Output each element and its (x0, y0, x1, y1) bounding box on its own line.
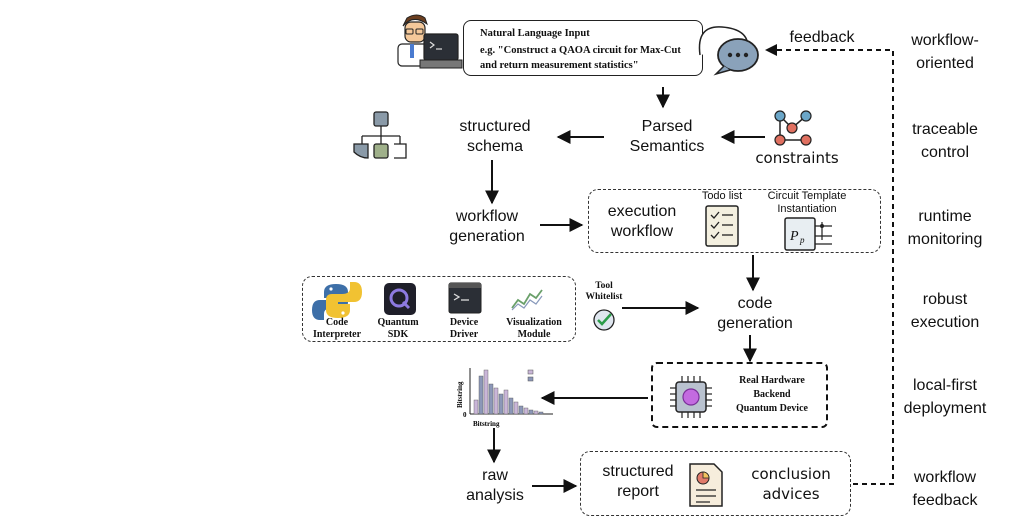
right-label: workflow- oriented (911, 32, 979, 72)
nl-input-box: Natural Language Input e.g. "Construct a… (463, 20, 703, 76)
template-symbol: P (789, 229, 799, 244)
histogram-bar (528, 409, 534, 415)
execution-workflow-box (588, 189, 881, 253)
histogram-bar (488, 383, 494, 415)
right-label: workflow feedback (912, 469, 978, 509)
user-at-computer-icon (397, 14, 463, 69)
backend-box (651, 362, 828, 428)
python-icon (312, 282, 362, 320)
right-label: robust execution (910, 291, 980, 331)
tool-set-box (302, 276, 576, 342)
tool-label: Device Driver (449, 317, 479, 340)
histogram-bar (498, 393, 504, 415)
backend-label: Real Hardware Backend Quantum Device (736, 375, 808, 414)
histogram-bars (473, 369, 544, 415)
structured-report-label: structured report (602, 463, 674, 500)
feedback-loop-arrow (765, 44, 894, 485)
right-label: traceable control (912, 121, 978, 161)
todo-list-icon (705, 205, 739, 247)
report-box (580, 451, 851, 516)
right-label: local-first deployment (903, 377, 987, 417)
histogram-chart: Bitstring 0 Bitstring (456, 368, 553, 428)
nl-input-heading: Natural Language Input (480, 28, 590, 39)
histogram-bar (483, 369, 489, 415)
tool-label: Visualization Module (506, 317, 562, 340)
histogram-bar (513, 401, 519, 415)
hist-ylabel: Bitstring (456, 381, 464, 408)
terminal-icon (448, 282, 482, 314)
histogram-bar (473, 399, 479, 415)
constraints-graph-icon (774, 110, 812, 146)
histogram-bar (503, 389, 509, 415)
histogram-bar (493, 387, 499, 415)
workflow-generation-label: workflow generation (449, 208, 525, 245)
hist-xlabel: Bitstring (473, 420, 500, 428)
code-generation-label: code generation (717, 295, 793, 332)
quantum-sdk-icon (384, 283, 416, 315)
raw-analysis-label: raw analysis (466, 467, 524, 504)
chart-line-icon (511, 289, 543, 311)
hist-zero: 0 (463, 411, 467, 419)
feedback-label: feedback (789, 29, 855, 46)
todo-list-label: Todo list (701, 190, 743, 202)
histogram-bar (478, 375, 484, 415)
template-subscript: p (799, 235, 805, 245)
right-label: runtime monitoring (907, 208, 983, 248)
tool-whitelist-label: Tool Whitelist (585, 281, 623, 302)
hierarchy-icon (353, 111, 407, 159)
conclusion-advices-label: conclusion advices (751, 465, 831, 503)
tool-label: Code Interpreter (312, 317, 362, 340)
chip-icon (670, 376, 712, 418)
histogram-bar (533, 410, 539, 415)
circuit-template-label: Circuit Template Instantiation (767, 190, 847, 215)
histogram-bar (518, 405, 524, 415)
whitelist-check-icon (593, 309, 615, 331)
report-icon (689, 463, 723, 507)
histogram-bar (523, 407, 529, 415)
tool-label: Quantum SDK (377, 317, 419, 340)
histogram-bar (508, 397, 514, 415)
circuit-template-icon: P p (784, 217, 832, 251)
histogram-bar (538, 411, 544, 415)
nl-input-example: e.g. "Construct a QAOA circuit for Max-C… (480, 45, 681, 71)
execution-workflow-label: execution workflow (607, 203, 677, 240)
structured-schema-label: structured schema (459, 118, 531, 155)
constraints-label: constraints (755, 149, 839, 167)
chat-bubble-icon (698, 26, 759, 76)
parsed-semantics-label: Parsed Semantics (629, 118, 705, 155)
